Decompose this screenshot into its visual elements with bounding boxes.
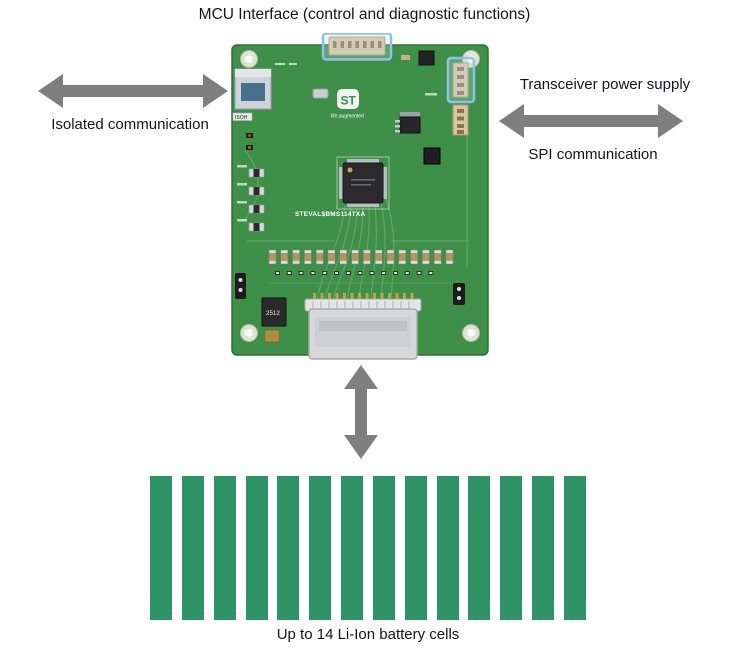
usb-label-text: ISOH — [235, 115, 248, 121]
smd-component — [401, 55, 410, 60]
isolated-communication-label: Isolated communication — [51, 116, 209, 133]
battery-cell — [500, 476, 523, 620]
diagram-title: MCU Interface (control and diagnostic fu… — [198, 6, 531, 23]
mcu-silkscreen-outline — [336, 156, 390, 210]
connector-highlight-box — [446, 56, 476, 104]
battery-cell — [563, 476, 586, 620]
right-jumper-connector — [453, 283, 465, 305]
left-smd-column — [248, 168, 265, 232]
battery-cell — [309, 476, 332, 620]
mcu-interface-connector — [321, 33, 393, 61]
spi-connector — [452, 104, 469, 136]
micro-usb-connector — [312, 88, 329, 99]
st-logo: ST life.augmented — [331, 89, 364, 120]
battery-cell — [372, 476, 395, 620]
battery-cells-label: Up to 14 Li-Ion battery cells — [276, 626, 460, 643]
mcu-chip — [339, 159, 387, 207]
isolated-communication-arrow — [38, 74, 228, 108]
st-logo-text: ST — [341, 94, 357, 108]
board-name-text: STEVAL$BMS114TXA — [295, 211, 365, 218]
shunt-component: 2512 — [261, 297, 287, 343]
transceiver-power-supply-label: Transceiver power supply — [519, 76, 691, 93]
battery-cell — [468, 476, 491, 620]
shunt-label-text: 2512 — [266, 310, 280, 317]
transceiver-power-connector — [446, 56, 476, 104]
battery-connection-arrow — [344, 365, 378, 459]
connector-highlight-box — [321, 33, 393, 61]
regulator-ic — [395, 112, 421, 134]
double-arrow-left-right — [499, 104, 683, 138]
battery-cell — [181, 476, 204, 620]
battery-connector — [304, 293, 422, 360]
battery-cell — [213, 476, 236, 620]
battery-cell — [532, 476, 555, 620]
top-right-ic — [418, 50, 435, 66]
double-arrow-left-right — [38, 74, 228, 108]
battery-cell — [341, 476, 364, 620]
pin1-dot — [347, 167, 353, 173]
spi-communication-arrow — [499, 104, 683, 138]
evaluation-board: ISOH ST life.augmented — [231, 33, 489, 360]
battery-cell — [150, 476, 172, 620]
battery-cell — [436, 476, 459, 620]
battery-cell — [245, 476, 268, 620]
battery-cells — [150, 476, 586, 620]
spi-communication-label: SPI communication — [528, 146, 658, 163]
double-arrow-up-down — [344, 365, 378, 459]
st-tagline: life.augmented — [331, 114, 364, 120]
dark-component — [423, 147, 441, 165]
battery-cell — [404, 476, 427, 620]
battery-cell — [277, 476, 300, 620]
silkscreen-marks — [237, 63, 437, 222]
usb-connector: ISOH — [232, 68, 272, 121]
left-jumper-connector — [235, 273, 246, 299]
led-components — [246, 133, 253, 150]
